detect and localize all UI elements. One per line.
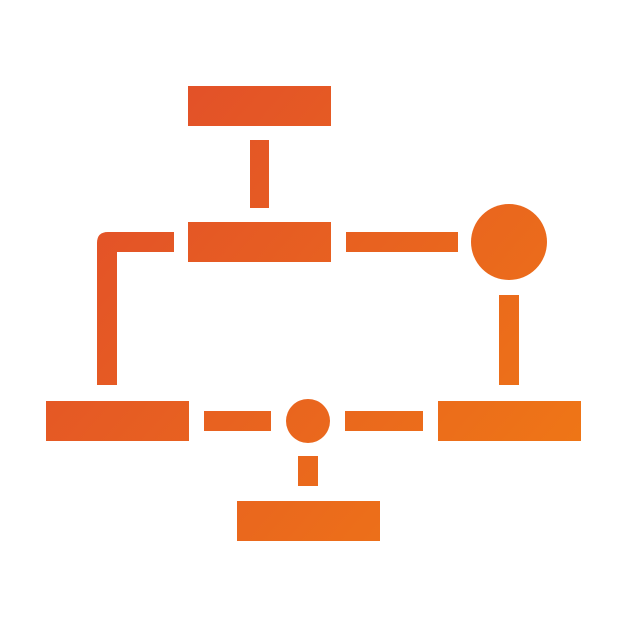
decision-node-large	[471, 204, 547, 280]
bottom-right-connector	[345, 411, 423, 431]
bottom-right-box	[438, 401, 581, 441]
left-elbow-connector	[97, 232, 174, 385]
middle-box	[188, 222, 331, 262]
top-box	[188, 86, 331, 126]
middle-right-connector	[346, 232, 458, 252]
bottom-center-box	[237, 501, 380, 541]
right-vertical-connector	[499, 295, 519, 385]
bottom-vertical-connector	[298, 456, 318, 486]
bottom-left-connector	[204, 411, 271, 431]
bottom-left-box	[46, 401, 189, 441]
top-connector	[250, 140, 269, 208]
decision-node-small	[286, 399, 330, 443]
